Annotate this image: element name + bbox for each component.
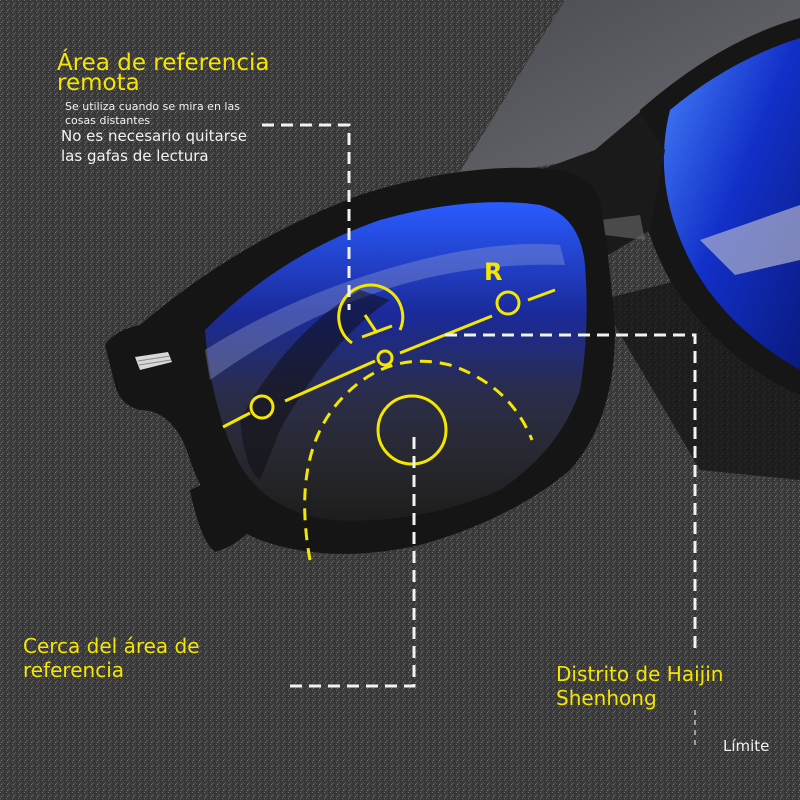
right-lens-marker: R <box>484 258 502 286</box>
far-zone-title: Área de referencia <box>57 50 270 76</box>
near-zone-leader <box>290 432 416 688</box>
far-zone-leader <box>262 123 351 310</box>
near-zone-title: Cerca del área de <box>23 634 200 658</box>
far-zone-description-line2: cosas distantes <box>65 114 151 127</box>
progressive-corridor-arc <box>303 359 534 561</box>
center-point-circle-icon <box>376 349 394 367</box>
left-lens <box>205 202 587 521</box>
hinge-rivet-icon <box>135 352 172 370</box>
progressive-zone-leader <box>445 333 697 655</box>
far-zone-note-line2: las gafas de lectura <box>61 147 209 165</box>
leader-lines <box>262 123 697 688</box>
progressive-zone-title: Distrito de Haijin <box>556 662 724 686</box>
boundary-label: Límite <box>723 737 770 755</box>
right-point-circle-icon <box>495 290 521 316</box>
far-zone-description: Se utiliza cuando se mira en las <box>65 100 240 113</box>
far-zone-title-line2: remota <box>57 70 140 96</box>
progressive-zone-title-line2: Shenhong <box>556 686 657 710</box>
far-zone-note: No es necesario quitarse <box>61 127 247 145</box>
far-point-circle-icon <box>249 394 275 420</box>
near-zone-title-line2: referencia <box>23 658 125 682</box>
near-zone-circle-icon <box>376 394 448 466</box>
fitting-cross-arc-icon <box>337 283 405 345</box>
right-lens <box>660 30 800 370</box>
